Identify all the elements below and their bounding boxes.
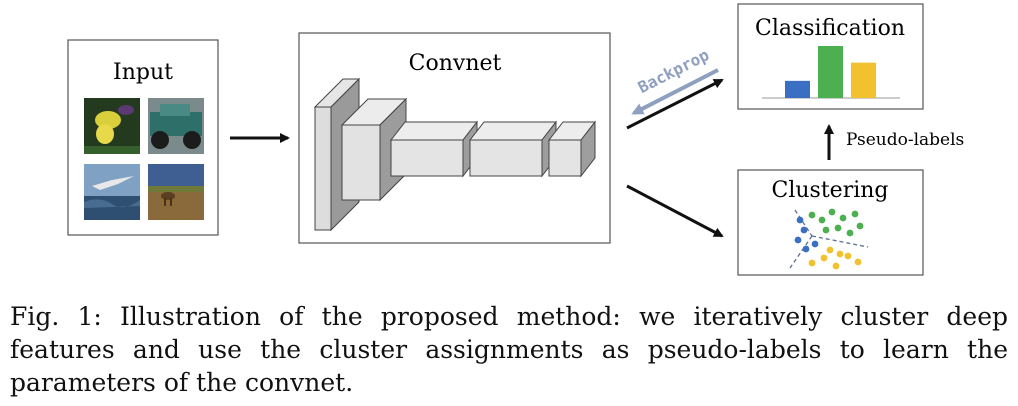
- cluster-point-green: [851, 210, 859, 218]
- conv-layer-5: [547, 120, 597, 178]
- convnet-label: Convnet: [409, 51, 502, 76]
- cluster-point-blue: [800, 226, 808, 234]
- input-label: Input: [113, 60, 173, 85]
- deer-in-field-photo: [148, 164, 204, 220]
- backprop-arrow: [631, 68, 719, 115]
- vintage-car-photo: [148, 98, 204, 154]
- classification-bars: [785, 46, 876, 98]
- cluster-point-yellow: [826, 246, 834, 254]
- clustering-label: Clustering: [772, 178, 889, 203]
- cluster-point-yellow: [844, 252, 852, 260]
- cluster-point-green: [846, 229, 854, 237]
- cluster-point-green: [808, 211, 816, 219]
- cluster-point-green: [839, 214, 847, 222]
- cluster-points: [794, 208, 864, 270]
- cluster-point-green: [822, 226, 830, 234]
- clustering-box: [737, 169, 924, 276]
- cluster-point-yellow: [832, 262, 840, 270]
- classification-label: Classification: [755, 16, 905, 41]
- caption-text: Fig. 1: Illustration of the proposed met…: [10, 302, 1008, 397]
- conv-layer-3: [389, 120, 479, 178]
- classification-bar-1: [785, 80, 810, 98]
- cluster-point-green: [818, 216, 826, 224]
- flower-photo: [84, 98, 140, 154]
- method-diagram: Input Convnet: [67, 3, 964, 276]
- cluster-point-yellow: [820, 254, 828, 262]
- cluster-point-yellow: [836, 250, 844, 258]
- conv-layer-4: [468, 120, 558, 178]
- classification-bar-2: [818, 46, 843, 98]
- pseudo-labels-label: Pseudo-labels: [846, 130, 964, 150]
- cluster-point-blue: [802, 245, 810, 253]
- cluster-point-yellow: [854, 258, 862, 266]
- bird-over-sea-photo: [84, 164, 140, 220]
- cluster-point-blue: [811, 240, 819, 248]
- cluster-point-green: [856, 222, 864, 230]
- cluster-point-yellow: [808, 259, 816, 267]
- figure-caption: Fig. 1: Illustration of the proposed met…: [10, 300, 1008, 399]
- cluster-point-green: [828, 208, 836, 216]
- cluster-boundaries: [789, 209, 869, 269]
- cluster-point-blue: [796, 216, 804, 224]
- arrow-convnet-to-classification: [626, 78, 724, 130]
- cluster-point-blue: [794, 236, 802, 244]
- convnet-layers: [313, 77, 597, 232]
- arrow-convnet-to-clustering: [626, 184, 724, 238]
- classification-bar-3: [851, 62, 876, 98]
- cluster-point-green: [834, 224, 842, 232]
